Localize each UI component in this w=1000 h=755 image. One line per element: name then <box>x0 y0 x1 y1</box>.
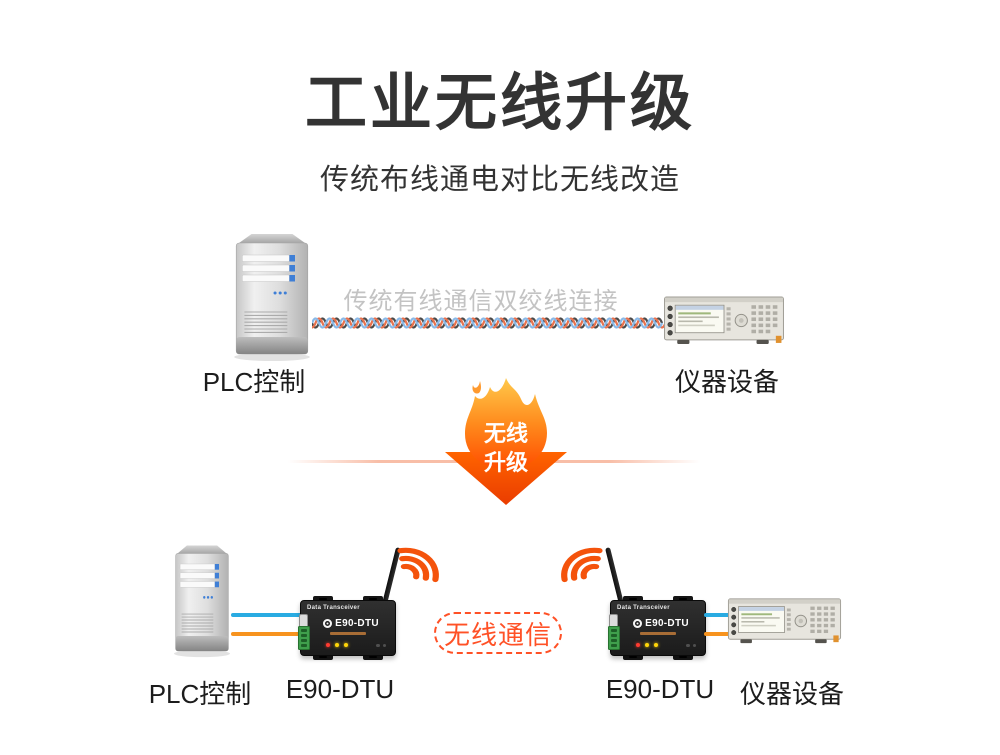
status-leds <box>326 643 348 647</box>
wireless-upgrade-flame-arrow: 无线 升级 <box>445 378 567 505</box>
down-arrow-shape <box>445 452 567 505</box>
dtu-body: Data Transceiver E90-DTU <box>608 600 706 656</box>
plc-tower-bottom <box>168 542 236 658</box>
dtu-header-text: Data Transceiver <box>617 605 670 611</box>
mounting-ear <box>673 596 693 602</box>
dtu-device-left: Data Transceiver E90-DTU <box>298 547 401 660</box>
txd-led <box>645 643 649 647</box>
dtu-brand: E90-DTU <box>621 618 701 629</box>
wireless-communication-bubble: 无线通信 <box>434 612 562 654</box>
twisted-pair-cable <box>312 317 664 329</box>
ebyte-logo-icon <box>633 619 643 628</box>
wifi-signal-icon-left <box>396 524 442 584</box>
flame-wisp <box>472 381 481 394</box>
mounting-ear <box>313 654 333 660</box>
dtu-body: Data Transceiver E90-DTU <box>298 600 396 656</box>
power-holes <box>686 643 696 647</box>
rxd-led <box>344 643 348 647</box>
wire-orange-right <box>704 632 730 636</box>
dtu-subtext-bar <box>330 632 366 635</box>
mounting-ear <box>363 654 383 660</box>
dtu-model-text: E90-DTU <box>645 618 689 629</box>
upgrade-text-line1: 无线 <box>484 421 528 446</box>
instrument-label-top: 仪器设备 <box>674 367 780 397</box>
wifi-signal-icon-right <box>558 524 604 584</box>
plc-label-bottom: PLC控制 <box>148 679 252 709</box>
dtu-brand: E90-DTU <box>311 618 391 629</box>
dtu-label-left: E90-DTU <box>285 674 395 704</box>
status-leds <box>636 643 658 647</box>
txd-led <box>335 643 339 647</box>
page-title: 工业无线升级 <box>304 69 695 138</box>
pwr-led <box>636 643 640 647</box>
dtu-device-right: Data Transceiver E90-DTU <box>605 547 706 660</box>
pwr-led <box>326 643 330 647</box>
plc-tower-top <box>226 230 318 362</box>
cable-strand-blue <box>312 317 664 329</box>
bubble-label: 无线通信 <box>443 619 552 650</box>
mounting-ear <box>623 654 643 660</box>
power-holes <box>376 643 386 647</box>
dtu-subtext-bar <box>640 632 676 635</box>
dtu-header-text: Data Transceiver <box>307 605 360 611</box>
instrument-top <box>663 294 785 347</box>
wire-orange-left <box>231 632 302 636</box>
mounting-ear <box>313 596 333 602</box>
plc-label-top: PLC控制 <box>202 367 306 397</box>
upgrade-text-line2: 升级 <box>484 450 528 475</box>
mounting-ear <box>623 596 643 602</box>
instrument-bottom <box>727 596 842 646</box>
mounting-ear <box>673 654 693 660</box>
page-subtitle: 传统布线通电对比无线改造 <box>319 164 680 196</box>
instrument-label-bottom: 仪器设备 <box>739 679 845 709</box>
wire-blue-left <box>231 613 302 617</box>
wire-blue-right <box>704 613 730 617</box>
rxd-led <box>654 643 658 647</box>
wired-cable-label: 传统有线通信双绞线连接 <box>343 288 619 315</box>
antenna <box>605 547 624 605</box>
ebyte-logo-icon <box>323 619 333 628</box>
terminal-block <box>608 626 620 650</box>
dtu-model-text: E90-DTU <box>335 618 379 629</box>
flame-shape <box>465 378 547 469</box>
mounting-ear <box>363 596 383 602</box>
terminal-block <box>298 626 310 650</box>
dtu-label-right: E90-DTU <box>605 674 715 704</box>
